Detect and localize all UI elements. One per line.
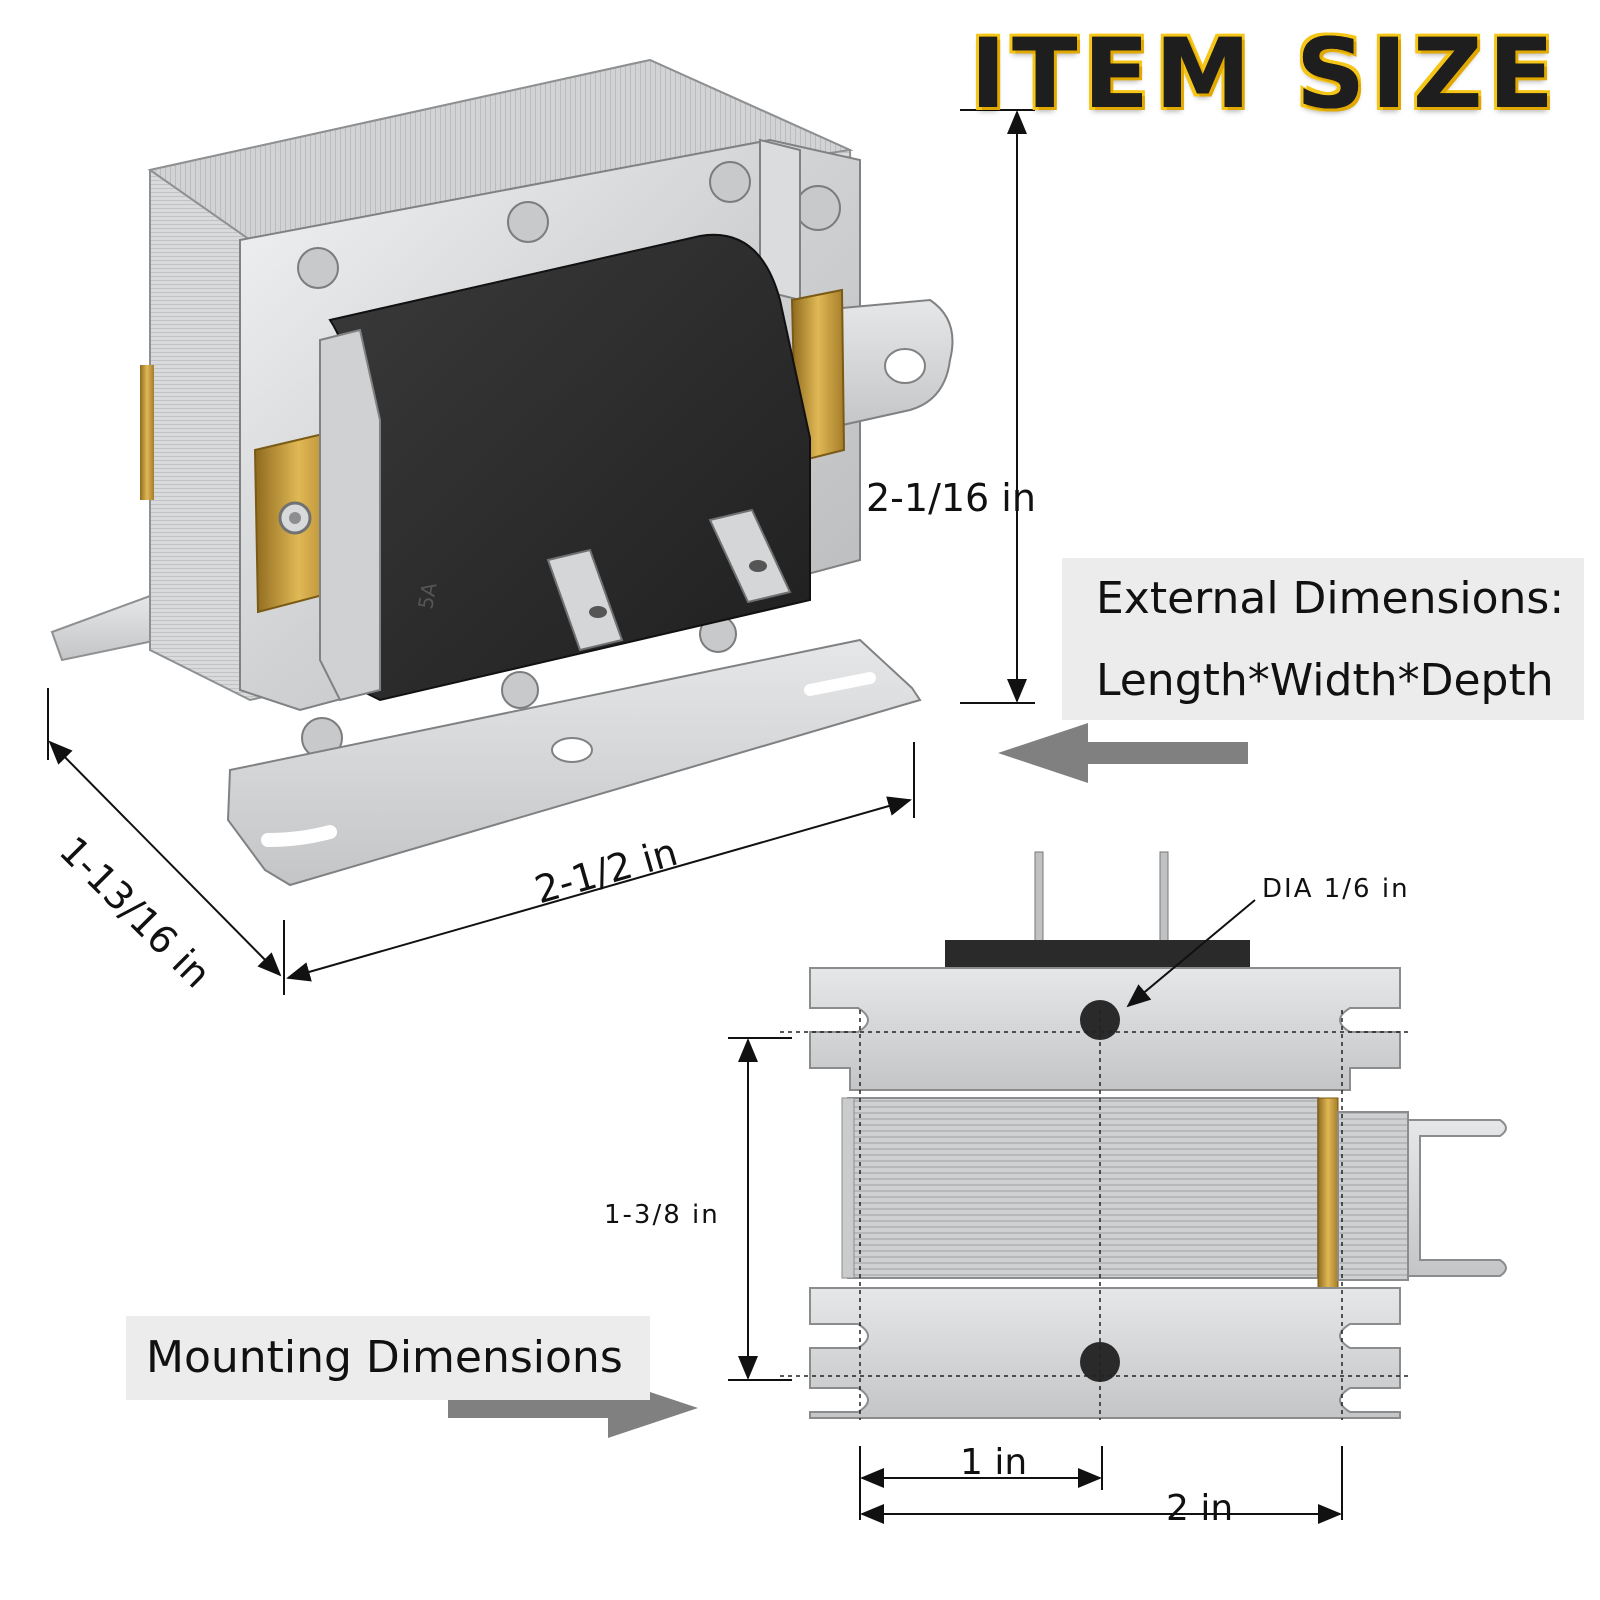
coil-bobbin: [328, 233, 811, 702]
page-title: ITEM SIZE: [970, 18, 1560, 130]
bobbin-clip: [319, 328, 381, 702]
diameter-leader: [1126, 899, 1256, 1008]
height-dimension: 2-1/16 in: [866, 476, 1036, 520]
rivets: [297, 161, 841, 759]
bottom-dimension-lines: [728, 899, 1343, 1524]
dashed-guides: [780, 1010, 1410, 1420]
brass-guide-top: [1317, 1097, 1339, 1289]
coil-marking: 5A: [413, 580, 441, 610]
external-dimensions-line1: External Dimensions:: [1096, 573, 1565, 624]
hole-spacing-dimension: 1-3/8 in: [604, 1200, 720, 1230]
mounting-foot-back: [50, 594, 160, 662]
top-dimension-lines: [47, 109, 1035, 995]
depth-dimension-line: [48, 740, 282, 977]
core-top-view: [847, 1097, 1319, 1279]
slot-two-dimension: 2 in: [1166, 1488, 1234, 1529]
slot-one-dimension: 1 in: [960, 1442, 1028, 1483]
hole-diameter-dimension: DIA 1/6 in: [1262, 874, 1410, 904]
coil-top: [945, 940, 1250, 970]
tab-hole: [884, 348, 926, 384]
solenoid-3d-view: 5A: [50, 58, 954, 887]
core-top-face: [147, 58, 854, 242]
length-dimension-line: [286, 796, 912, 982]
external-dimensions-label: External Dimensions: Length*Width*Depth: [1062, 558, 1584, 720]
arrow-left-icon: [998, 723, 1248, 783]
external-dimensions-line2: Length*Width*Depth: [1096, 655, 1554, 706]
solenoid-top-view: [780, 851, 1507, 1420]
plunger-top-view: [1337, 1111, 1409, 1281]
spade-terminals: [546, 508, 792, 652]
mounting-dimensions-label: Mounting Dimensions: [126, 1316, 650, 1400]
